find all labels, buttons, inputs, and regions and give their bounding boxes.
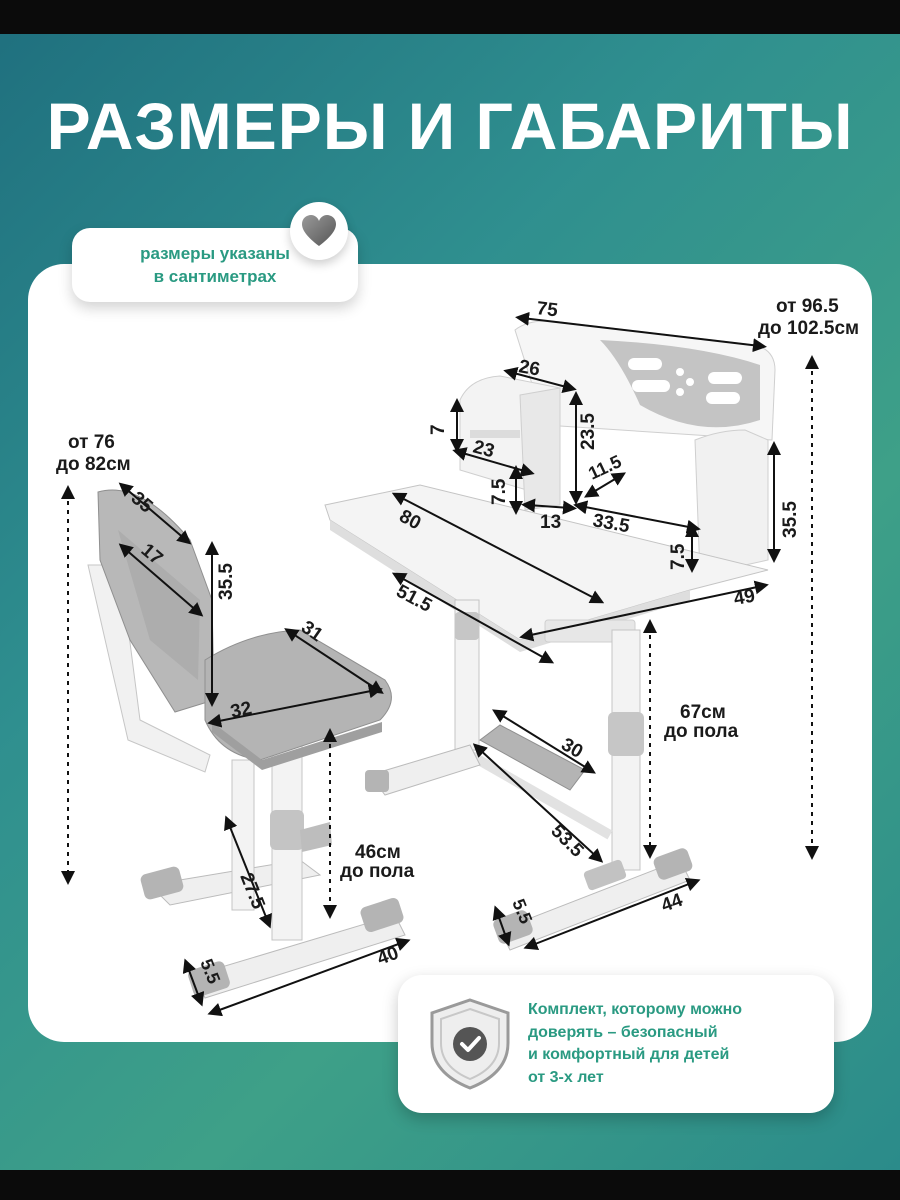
desk-shelf-inner-height-label: 7.5 [489,478,510,505]
desk-tabletop-height-value: 67см [680,702,726,723]
page-title: РАЗМЕРЫ И ГАБАРИТЫ [46,89,854,163]
desk-shelf-gap-label: 13 [540,512,561,533]
trust-line1: Комплект, которому можно [528,1001,743,1018]
desk-shelf-drawer-height-label: 7 [428,424,449,435]
chair-backrest-height-label: 35.5 [216,563,237,600]
desk-panel-depth-label: 11.5 [585,451,624,484]
desk-height-line1: от 96.5 [776,296,839,317]
desk-shelf-height-label: 23.5 [578,413,599,450]
trust-text: Комплект, которому можно доверять – безо… [528,999,828,1089]
units-note-line2: в сантиметрах [153,267,277,286]
desk-panel-height-label: 35.5 [780,501,801,538]
chair-seat-height-value: 46см [355,842,401,863]
units-note-text: размеры указаны в сантиметрах [72,242,358,288]
trust-badge-card: Комплект, которому можно доверять – безо… [398,975,834,1113]
desk-top-width-label: 75 [535,298,559,321]
dimension-lines [61,311,819,1017]
chair-seat-width-label: 32 [229,698,254,723]
chair-illustration [87,489,406,999]
desk-panel-inner-height-label: 7.5 [668,543,689,570]
bottom-black-bar [0,1170,900,1200]
desk-footrest-length-label: 53.5 [546,821,587,862]
shield-check-icon [430,998,510,1090]
desk-tabletop-depth-label: 49 [732,586,756,610]
top-black-bar [0,0,900,34]
heart-badge [290,202,348,260]
chair-height-line1: от 76 [68,432,115,453]
desk-tabletop-height-note: до пола [664,721,739,742]
chair-base-width-label: 40 [375,943,402,970]
desk-height-line2: до 102.5см [758,318,859,339]
heart-icon [302,215,336,246]
units-note-line1: размеры указаны [140,244,290,263]
trust-line3: и комфортный для детей [528,1046,730,1063]
trust-line4: от 3-х лет [528,1068,604,1086]
desk-shelf-width-label: 26 [517,356,541,380]
trust-line2: доверять – безопасный [528,1023,718,1041]
chair-seat-height-note: до пола [340,861,415,882]
chair-height-line2: до 82см [56,454,131,475]
